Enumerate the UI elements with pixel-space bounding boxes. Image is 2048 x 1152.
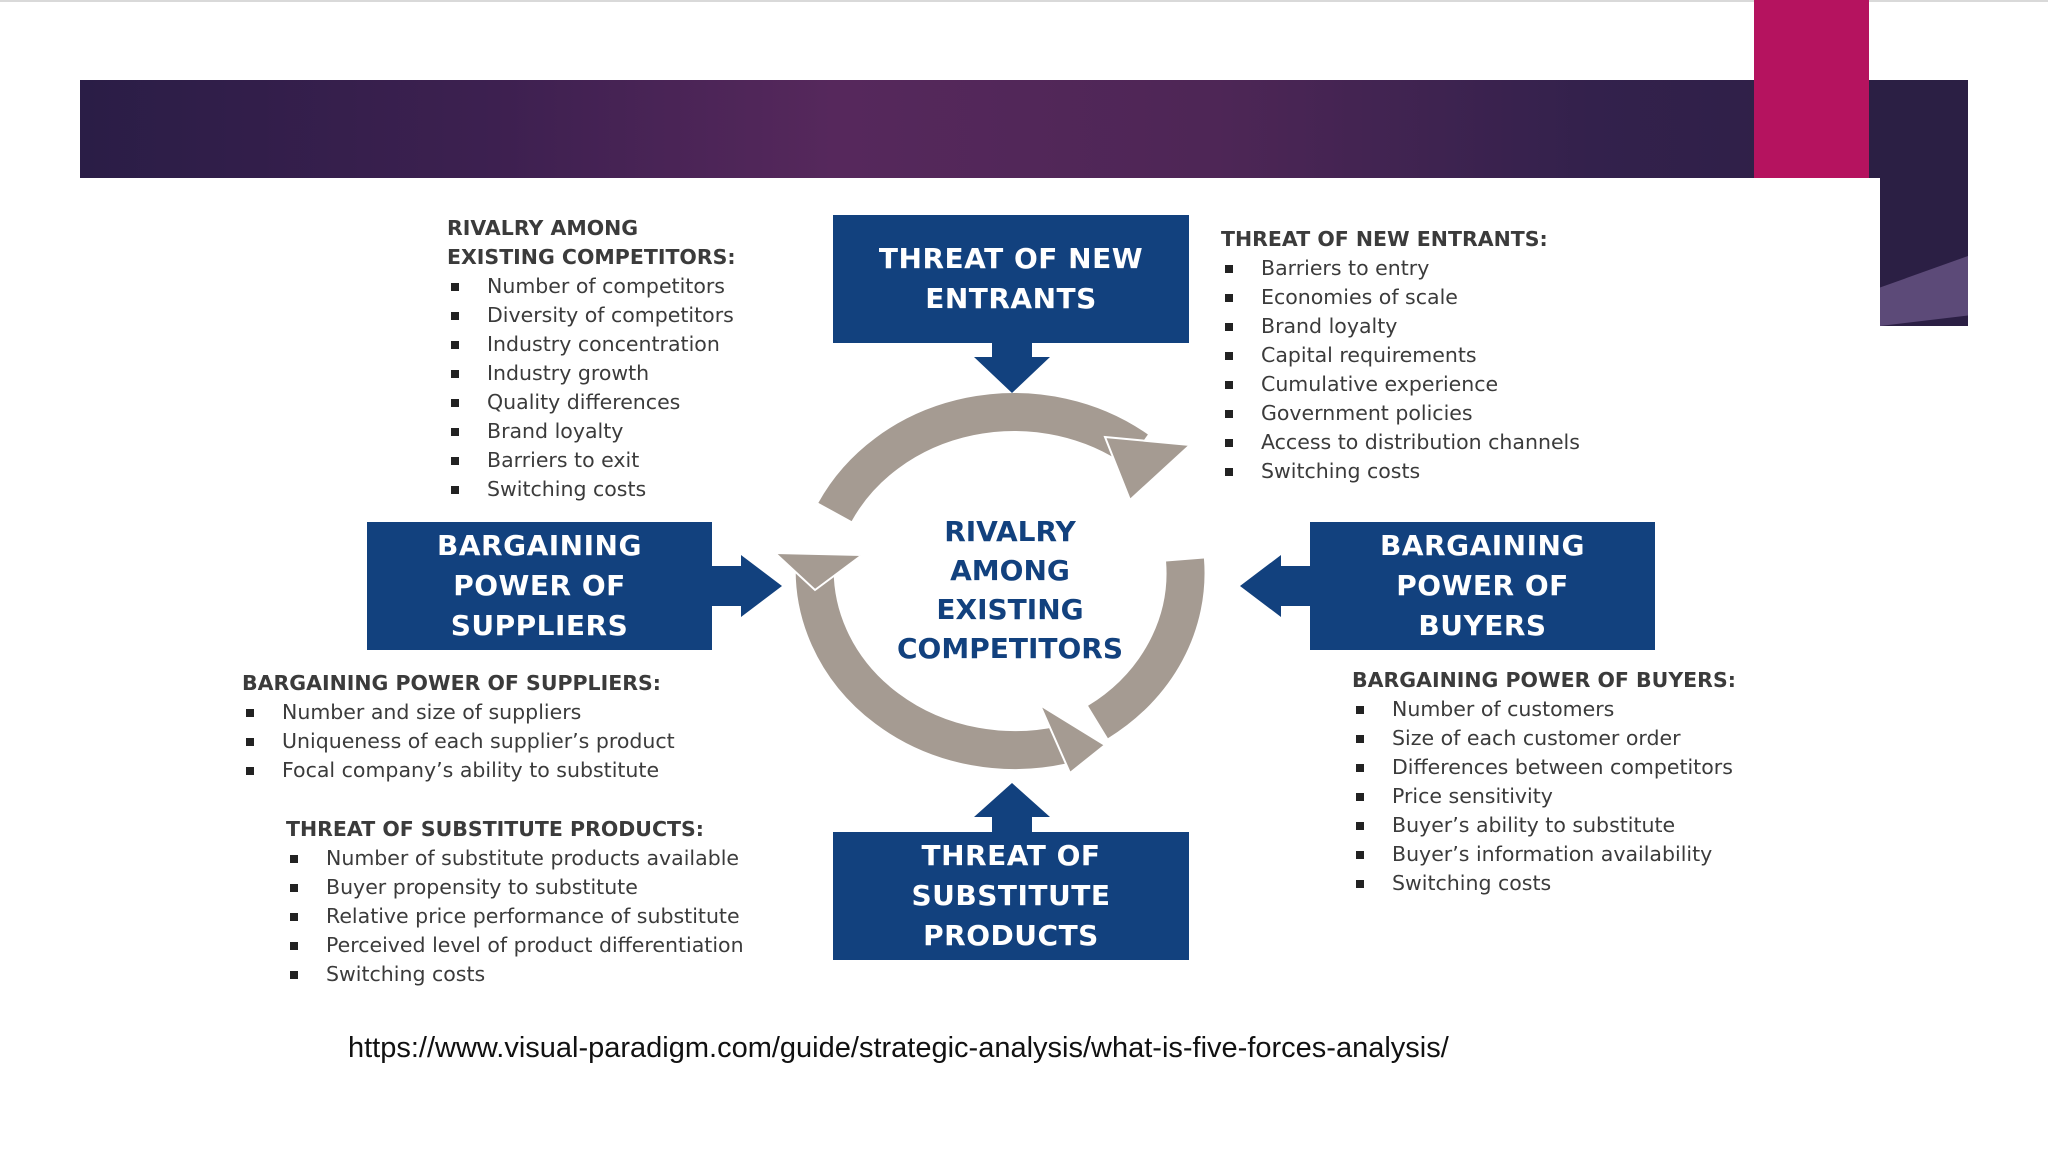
rivalry-factors: RIVALRY AMONG EXISTING COMPETITORS: Numb… [447, 214, 736, 504]
substitute-factors: THREAT OF SUBSTITUTE PRODUCTS: Number of… [286, 815, 744, 989]
list-item: Differences between competitors [1352, 753, 1736, 782]
list-item: Quality differences [447, 388, 736, 417]
list-item: Focal company’s ability to substitute [242, 756, 675, 785]
list-item: Price sensitivity [1352, 782, 1736, 811]
arrow-left-icon [1240, 555, 1310, 617]
cycle-arrowheads [772, 435, 1193, 775]
threat-substitutes-box: THREAT OF SUBSTITUTE PRODUCTS [833, 832, 1189, 960]
cycle-ring [795, 393, 1205, 770]
list-item: Uniqueness of each supplier’s product [242, 727, 675, 756]
supplier-factors: BARGAINING POWER OF SUPPLIERS: Number an… [242, 669, 675, 785]
list-item: Brand loyalty [447, 417, 736, 446]
top-border [0, 0, 2048, 2]
list-item: Buyer propensity to substitute [286, 873, 744, 902]
list-item: Size of each customer order [1352, 724, 1736, 753]
list-item: Brand loyalty [1221, 312, 1580, 341]
list-title: RIVALRY AMONG EXISTING COMPETITORS: [447, 216, 736, 269]
cycle-arrowhead-top [1103, 435, 1193, 502]
list-item: Government policies [1221, 399, 1580, 428]
supplier-power-box: BARGAINING POWER OF SUPPLIERS [367, 522, 712, 650]
source-link[interactable]: https://www.visual-paradigm.com/guide/st… [348, 1032, 1449, 1064]
list-item: Diversity of competitors [447, 301, 736, 330]
list-item: Industry concentration [447, 330, 736, 359]
threat-new-entrants-box: THREAT OF NEW ENTRANTS [833, 215, 1189, 343]
title-banner [80, 80, 1968, 178]
list-item: Economies of scale [1221, 283, 1580, 312]
buyer-power-box: BARGAINING POWER OF BUYERS [1310, 522, 1655, 650]
cycle-arc-top [818, 393, 1148, 522]
arrow-down-icon [974, 342, 1050, 393]
list-item: Cumulative experience [1221, 370, 1580, 399]
list-item: Perceived level of product differentiati… [286, 931, 744, 960]
list-title: BARGAINING POWER OF SUPPLIERS: [242, 671, 661, 695]
new-entrants-factors: THREAT OF NEW ENTRANTS: Barriers to entr… [1221, 225, 1580, 486]
arrow-up-icon [974, 783, 1050, 832]
cycle-arrowhead-left [772, 551, 865, 592]
list-item: Number of competitors [447, 272, 736, 301]
cycle-arc-bottom [795, 558, 1067, 770]
list-item: Relative price performance of substitute [286, 902, 744, 931]
buyer-factors: BARGAINING POWER OF BUYERS: Number of cu… [1352, 666, 1736, 898]
cycle-arc-right [1087, 558, 1205, 739]
arrow-right-icon [712, 555, 782, 617]
list-title: THREAT OF NEW ENTRANTS: [1221, 227, 1548, 251]
center-label: RIVALRY AMONG EXISTING COMPETITORS [896, 515, 1123, 665]
list-item: Switching costs [286, 960, 744, 989]
list-item: Barriers to exit [447, 446, 736, 475]
list-item: Switching costs [1352, 869, 1736, 898]
list-item: Number of customers [1352, 695, 1736, 724]
list-title: THREAT OF SUBSTITUTE PRODUCTS: [286, 817, 704, 841]
list-item: Switching costs [1221, 457, 1580, 486]
force-arrows [712, 342, 1310, 832]
list-item: Number and size of suppliers [242, 698, 675, 727]
list-item: Industry growth [447, 359, 736, 388]
accent-bar [1754, 0, 1869, 178]
cycle-arrowhead-bottom [1037, 702, 1107, 775]
list-title: BARGAINING POWER OF BUYERS: [1352, 668, 1736, 692]
list-item: Switching costs [447, 475, 736, 504]
list-item: Number of substitute products available [286, 844, 744, 873]
list-item: Barriers to entry [1221, 254, 1580, 283]
list-item: Buyer’s ability to substitute [1352, 811, 1736, 840]
list-item: Capital requirements [1221, 341, 1580, 370]
list-item: Buyer’s information availability [1352, 840, 1736, 869]
list-item: Access to distribution channels [1221, 428, 1580, 457]
